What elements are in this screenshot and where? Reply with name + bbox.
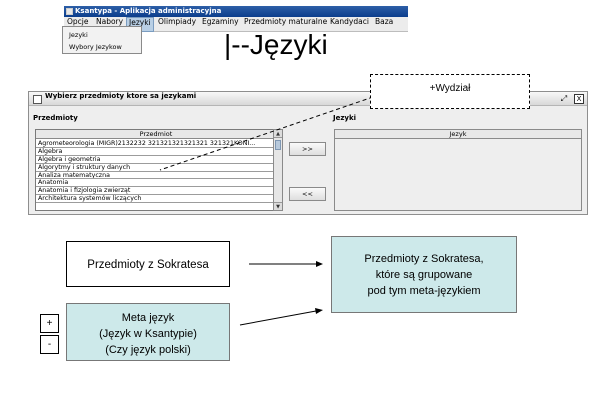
subjects-rows: Agrometeorologia (MIGR)2132232 321321321… — [36, 140, 276, 204]
table-row[interactable]: Algorytmy i struktury danych — [36, 164, 276, 172]
languages-column-header[interactable]: Jezyk — [335, 130, 581, 139]
menu-kandydaci[interactable]: Kandydaci — [330, 17, 369, 26]
app-titlebar: Ksantypa - Aplikacja administracyjna — [64, 6, 408, 17]
grouped-line-1: Przedmioty z Sokratesa, — [364, 253, 484, 265]
subjects-label: Przedmioty — [33, 114, 78, 122]
meta-line-3: (Czy język polski) — [105, 344, 191, 356]
meta-line-2: (Język w Ksantypie) — [99, 328, 197, 340]
meta-line-1: Meta język — [121, 312, 175, 324]
table-row[interactable]: Anatomia i fizjologia zwierząt — [36, 187, 276, 196]
table-row[interactable]: Agrometeorologia (MIGR)2132232 321321321… — [36, 140, 276, 148]
arrow-meta — [239, 310, 317, 326]
table-row[interactable]: Algebra — [36, 148, 276, 156]
section-heading: |--Języki — [224, 29, 328, 60]
subjects-table: Przedmiot Agrometeorologia (MIGR)2132232… — [35, 129, 277, 211]
table-row[interactable]: Analiza matematyczna — [36, 172, 276, 180]
scroll-down-icon[interactable]: ▼ — [274, 202, 282, 210]
menu-opcje[interactable]: Opcje — [67, 17, 89, 26]
app-title-text: Ksantypa - Aplikacja administracyjna — [75, 7, 222, 15]
remove-from-languages-button[interactable]: << — [289, 187, 326, 201]
menu-bar: Opcje Nabory Jezyki Olimpiady Egzaminy P… — [64, 17, 408, 32]
table-row[interactable]: Anatomia — [36, 179, 276, 188]
arrow-meta-head — [315, 308, 323, 314]
arrow-sokrates-head — [316, 261, 323, 267]
remove-button[interactable]: - — [40, 335, 59, 354]
dropdown-item-jezyki[interactable]: Jezyki — [69, 31, 88, 39]
app-icon — [66, 8, 73, 15]
menu-olimpiady[interactable]: Olimpiady — [158, 17, 197, 26]
meta-language-box: Meta język (Język w Ksantypie) (Czy języ… — [66, 303, 230, 361]
restore-icon[interactable]: ⤢ — [560, 94, 568, 103]
menu-egzaminy[interactable]: Egzaminy — [202, 17, 239, 26]
app-window: Ksantypa - Aplikacja administracyjna Opc… — [64, 6, 408, 52]
callout-connector — [159, 96, 374, 171]
grouped-subjects-box: Przedmioty z Sokratesa, które są grupowa… — [331, 236, 517, 313]
table-row[interactable]: Architektura systemów liczących — [36, 195, 276, 204]
grouped-line-2: które są grupowane — [375, 269, 473, 281]
grouped-line-3: pod tym meta-językiem — [367, 285, 481, 297]
select-languages-dialog: Wybierz przedmioty ktore sa jezykami ⤢ X… — [28, 91, 588, 215]
jezyki-dropdown: Jezyki Wybory Jezykow — [62, 26, 142, 54]
menu-przedmioty-maturalne[interactable]: Przedmioty maturalne — [244, 17, 328, 26]
scroll-up-icon[interactable]: ▲ — [274, 130, 282, 138]
menu-baza[interactable]: Baza — [375, 17, 394, 26]
languages-label: Jezyki — [333, 114, 357, 122]
dropdown-item-wybory-jezykow[interactable]: Wybory Jezykow — [69, 43, 122, 51]
checkbox-icon — [33, 95, 42, 104]
callout-wydzial: +Wydział — [370, 74, 530, 109]
menu-nabory[interactable]: Nabory — [96, 17, 124, 26]
subjects-scrollbar[interactable]: ▲ ▼ — [273, 129, 283, 211]
close-icon[interactable]: X — [574, 94, 584, 104]
add-to-languages-button[interactable]: >> — [289, 142, 326, 156]
table-row[interactable]: Algebra i geometria — [36, 156, 276, 164]
sokrates-subjects-box: Przedmioty z Sokratesa — [66, 241, 230, 287]
languages-table: Jezyk — [334, 129, 582, 211]
add-button[interactable]: + — [40, 314, 59, 333]
scroll-thumb[interactable] — [275, 140, 281, 150]
subjects-column-header[interactable]: Przedmiot — [36, 130, 276, 139]
dialog-title: Wybierz przedmioty ktore sa jezykami — [45, 92, 197, 100]
